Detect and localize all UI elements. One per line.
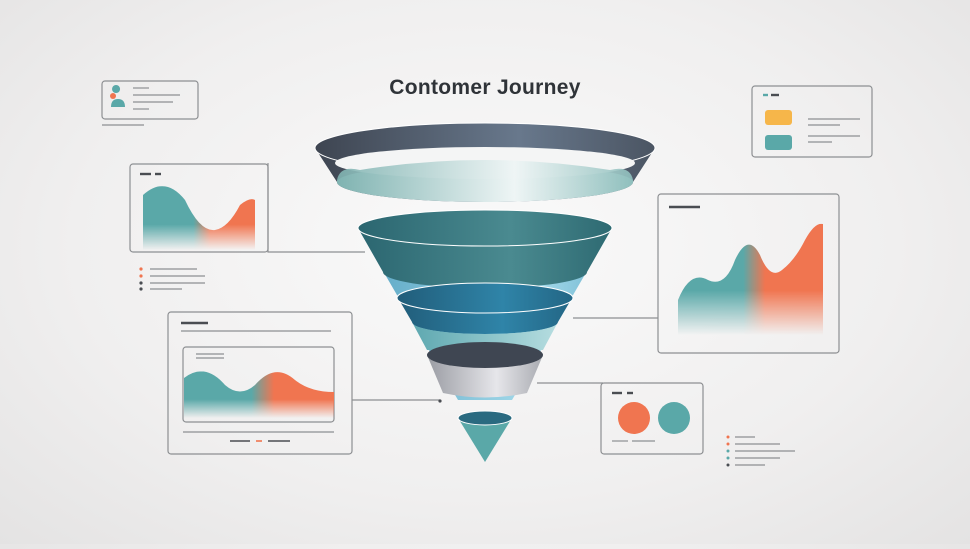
legend-list [139,267,205,291]
funnel [314,122,656,462]
area-chart [143,186,255,250]
funnel-tip-cone [458,418,512,462]
profile-card [101,80,199,126]
user-icon [111,85,125,107]
avatar-dot [110,93,116,99]
area-chart [184,371,334,418]
bottom-right-card [600,382,795,467]
right-area-chart-card [657,193,840,354]
bottom-left-chart-card [167,311,353,455]
teal-circle [658,402,690,434]
page-title: Contomer Journey [389,76,581,99]
yellow-block [765,110,792,125]
funnel-layer-4 [412,322,558,350]
top-right-card [751,85,873,158]
teal-block [765,135,792,150]
legend-list [726,435,795,467]
orange-circle [618,402,650,434]
area-chart [678,223,823,335]
left-area-chart-card [129,163,269,291]
